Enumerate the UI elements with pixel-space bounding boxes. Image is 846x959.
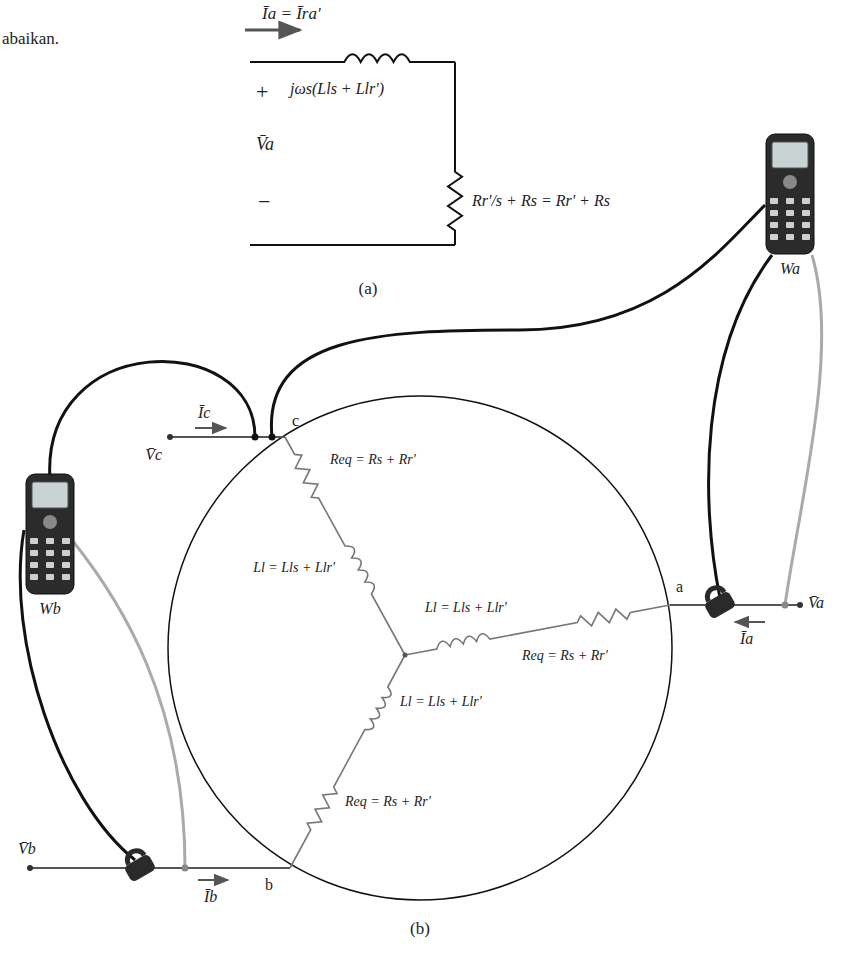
voltage-label: V̄b bbox=[18, 840, 36, 858]
meter-label: Wb bbox=[22, 600, 78, 618]
resistor-label: Rr'/s + Rs = Rr' + Rs bbox=[472, 192, 610, 210]
star-point bbox=[403, 653, 408, 658]
probe-wire bbox=[785, 255, 822, 605]
terminal-dot bbox=[27, 865, 33, 871]
inductor-label: Ll = Lls + Llr' bbox=[253, 560, 335, 575]
wattmeter: Wa bbox=[762, 130, 818, 278]
figure-caption: (a) bbox=[359, 280, 378, 299]
current-clamp bbox=[119, 845, 157, 882]
cut-text: abaikan. bbox=[2, 30, 59, 49]
terminal-line bbox=[30, 867, 290, 869]
probe-tip bbox=[252, 434, 259, 441]
resistor-label: Req = Rs + Rr' bbox=[522, 648, 608, 663]
polarity-sign: − bbox=[258, 190, 270, 214]
voltage-label: V̄a bbox=[808, 594, 824, 612]
probe-wire bbox=[271, 205, 765, 437]
circuit-branch bbox=[290, 655, 405, 868]
probe-wire bbox=[709, 255, 772, 598]
motor-outline bbox=[168, 396, 672, 900]
probe-wire bbox=[72, 540, 185, 868]
current-arrow bbox=[198, 879, 228, 881]
current-arrow bbox=[195, 427, 226, 429]
terminal-label: b bbox=[265, 876, 273, 894]
current-label: Īc bbox=[198, 404, 210, 422]
probe-tip bbox=[182, 865, 189, 872]
probe-wire bbox=[20, 530, 135, 860]
inductor-label: Ll = Lls + Llr' bbox=[425, 600, 507, 615]
current-label: Īa bbox=[740, 630, 753, 648]
current-label: Īa = Īra' bbox=[262, 5, 321, 24]
probe-wire bbox=[50, 361, 255, 480]
resistor-label: Req = Rs + Rr' bbox=[330, 452, 416, 467]
wire bbox=[250, 244, 455, 246]
wattmeter-body bbox=[762, 130, 818, 260]
circuit-branch bbox=[285, 437, 405, 655]
current-label: Īb bbox=[204, 888, 217, 906]
inductor-label: Ll = Lls + Llr' bbox=[400, 694, 482, 709]
current-arrow bbox=[735, 621, 765, 623]
current-arrow bbox=[245, 29, 300, 32]
current-clamp bbox=[699, 582, 737, 619]
wattmeter: Wb bbox=[22, 470, 78, 618]
circuit-branch bbox=[250, 54, 455, 62]
probe-tip bbox=[269, 434, 276, 441]
terminal-label: c bbox=[292, 412, 299, 430]
terminal-line bbox=[670, 604, 800, 606]
circuit-branch bbox=[448, 62, 462, 245]
resistor-label: Req = Rs + Rr' bbox=[345, 794, 431, 809]
terminal-line bbox=[170, 436, 285, 438]
inductor-label: jωs(Lls + Llr') bbox=[290, 80, 384, 98]
terminal-dot bbox=[167, 434, 173, 440]
meter-label: Wa bbox=[762, 260, 818, 278]
voltage-label: V̄a bbox=[256, 135, 274, 155]
terminal-label: a bbox=[676, 578, 683, 596]
voltage-label: V̄c bbox=[145, 446, 162, 464]
polarity-sign: + bbox=[256, 80, 268, 104]
terminal-dot bbox=[797, 602, 803, 608]
probe-tip bbox=[782, 602, 789, 609]
figure-caption: (b) bbox=[410, 920, 430, 939]
wattmeter-body bbox=[22, 470, 78, 600]
